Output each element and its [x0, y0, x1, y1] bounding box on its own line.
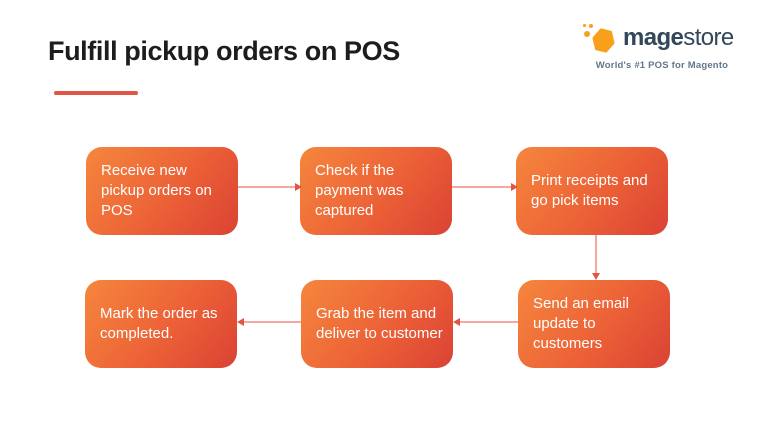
arrow-node4-to-node5	[453, 317, 518, 326]
flow-node-label: Send an email update to customers	[533, 295, 629, 352]
arrowhead-down-icon	[591, 273, 600, 280]
arrowhead-right-icon	[511, 182, 518, 191]
logo-wordmark-bold: mage	[623, 24, 684, 51]
title-underline	[54, 91, 138, 95]
magestore-hexagon-icon	[582, 20, 618, 56]
logo-wordmark-light: store	[683, 24, 734, 51]
flow-node-grab-deliver: Grab the item and deliver to customer	[301, 280, 453, 368]
logo-dot-icon	[589, 24, 593, 28]
arrowhead-left-icon	[453, 317, 460, 326]
arrowhead-left-icon	[237, 317, 244, 326]
flow-node-print-receipts: Print receipts and go pick items	[516, 147, 668, 235]
arrow-node1-to-node2	[238, 182, 302, 191]
flow-node-label: Print receipts and go pick items	[531, 172, 648, 209]
arrow-node5-to-node6	[237, 317, 301, 326]
flow-node-label: Receive new pickup orders on POS	[101, 162, 212, 219]
logo-tagline: World's #1 POS for Magento	[595, 60, 729, 71]
arrowhead-right-icon	[295, 182, 302, 191]
logo-dot-icon	[584, 31, 590, 37]
magestore-logo: magestore World's #1 POS for Magento	[582, 20, 742, 71]
page-title: Fulfill pickup orders on POS	[48, 36, 400, 66]
logo-dot-icon	[583, 24, 586, 27]
flow-node-mark-completed: Mark the order as completed.	[85, 280, 237, 368]
flow-node-label: Grab the item and deliver to customer	[316, 305, 443, 342]
flow-node-receive-orders: Receive new pickup orders on POS	[86, 147, 238, 235]
logo-wordmark: magestore	[623, 26, 734, 50]
flow-node-send-email: Send an email update to customers	[518, 280, 670, 368]
arrow-node3-to-node4	[591, 235, 600, 280]
flow-node-label: Check if the payment was captured	[315, 162, 404, 219]
flow-node-label: Mark the order as completed.	[100, 305, 218, 342]
flow-node-check-payment: Check if the payment was captured	[300, 147, 452, 235]
arrow-node2-to-node3	[452, 182, 518, 191]
hexagon-shape	[589, 26, 617, 56]
logo-row: magestore	[582, 20, 742, 56]
